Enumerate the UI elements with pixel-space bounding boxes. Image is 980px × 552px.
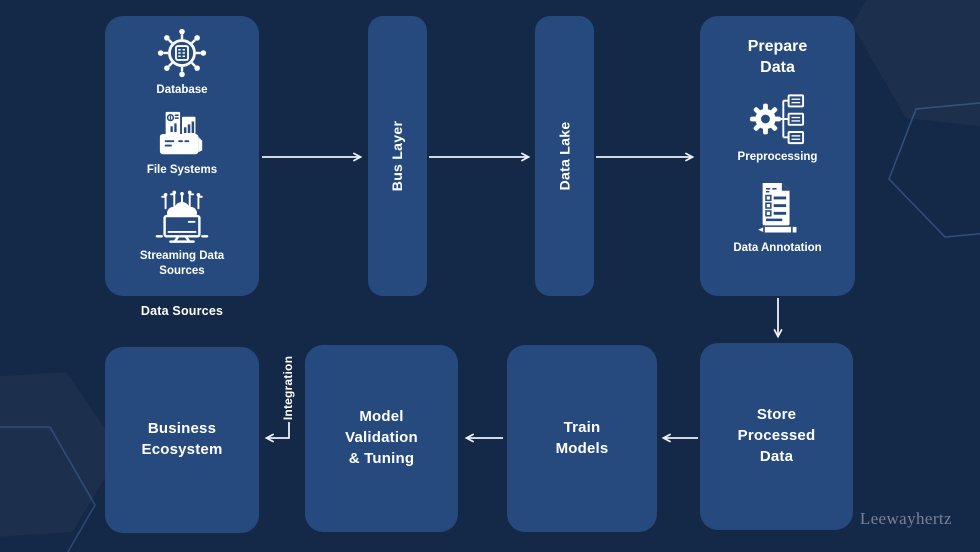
data-lake-label: Data Lake — [556, 121, 573, 191]
data-annotation-label: Data Annotation — [733, 242, 822, 255]
preprocessing-icon — [749, 94, 804, 145]
preprocessing-item: Preprocessing — [737, 92, 818, 165]
train-models-box: Train Models — [507, 345, 657, 532]
data-lake-box: Data Lake — [535, 16, 594, 296]
bus-layer-label: Bus Layer — [389, 120, 406, 192]
file-systems-label: File Systems — [146, 163, 218, 176]
streaming-data-icon — [155, 190, 209, 243]
data-annotation-item: Data Annotation — [733, 181, 822, 256]
file-systems-icon — [159, 111, 203, 155]
business-ecosystem-label: Business Ecosystem — [141, 420, 223, 458]
data-sources-caption: Data Sources — [140, 304, 224, 318]
train-models-label: Train Models — [555, 418, 609, 457]
file-systems-item: File Systems — [147, 109, 217, 178]
database-icon — [157, 28, 207, 78]
business-ecosystem-box: Business Ecosystem — [105, 347, 259, 533]
leewayhertz-watermark: Leewayhertz — [859, 509, 952, 528]
database-item: Database — [155, 27, 209, 98]
store-processed-data-label: Store Processed Data — [737, 406, 816, 465]
arrow-integration — [264, 422, 290, 443]
integration-label: Integration — [281, 355, 295, 421]
model-validation-box: Model Validation & Tuning — [305, 345, 458, 532]
preprocessing-label: Preprocessing — [737, 151, 818, 164]
model-validation-label: Model Validation & Tuning — [345, 408, 418, 467]
data-annotation-icon — [755, 183, 798, 235]
data-sources-box: Database — [105, 16, 259, 296]
streaming-data-item: Streaming Data Sources — [140, 189, 224, 279]
streaming-data-label: Streaming Data Sources — [139, 249, 225, 277]
database-label: Database — [156, 84, 208, 96]
prepare-data-box: Prepare Data — [700, 16, 855, 296]
store-processed-data-box: Store Processed Data — [700, 343, 853, 530]
bus-layer-box: Bus Layer — [368, 16, 427, 296]
prepare-data-title: Prepare Data — [747, 38, 808, 77]
